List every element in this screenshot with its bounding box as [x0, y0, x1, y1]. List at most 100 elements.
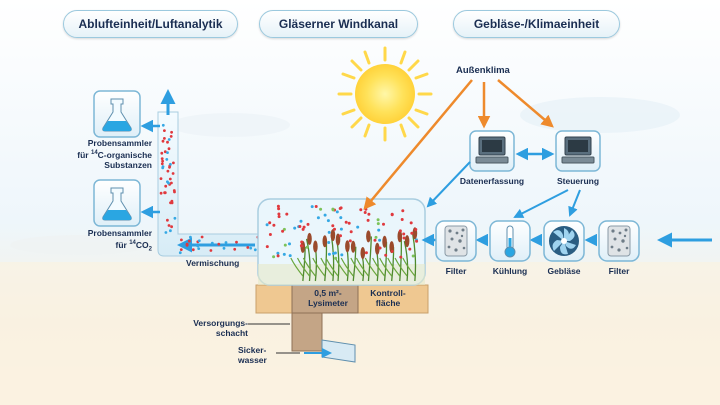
particle	[299, 219, 303, 223]
particle	[169, 135, 173, 138]
particle	[168, 177, 172, 181]
particle	[164, 184, 168, 188]
plant-ear	[366, 230, 371, 243]
particle	[348, 239, 352, 243]
particle	[339, 216, 343, 220]
particle	[411, 254, 415, 258]
label-seepage-water: Sicker- wasser	[238, 345, 267, 365]
plant-leaf	[296, 257, 310, 277]
plant-ear	[360, 247, 366, 259]
label-sample-collector-co2: Probensammler für 14CO2	[40, 228, 152, 255]
particle	[334, 256, 338, 260]
data-to-tunnel-arrow	[426, 161, 471, 208]
particle	[409, 221, 413, 225]
particle	[401, 209, 405, 213]
particle	[363, 211, 367, 214]
particle	[246, 246, 250, 249]
particle	[224, 241, 228, 244]
particle	[323, 213, 327, 217]
thermometer-icon	[504, 225, 516, 258]
plant-ear	[330, 229, 336, 242]
particle	[170, 225, 174, 229]
particle	[277, 215, 281, 219]
label-data-acquisition: Datenerfassung	[459, 176, 525, 186]
particle	[316, 216, 320, 220]
particle	[172, 161, 175, 165]
particle	[281, 229, 285, 233]
particle	[339, 227, 343, 231]
plant-stem	[302, 246, 306, 282]
label-line: 0,5 m²-	[314, 288, 342, 298]
plant-leaf	[340, 257, 354, 277]
particle	[277, 212, 281, 216]
plant-ear	[322, 235, 328, 248]
particle	[161, 139, 165, 143]
label-cooling: Kühlung	[492, 266, 528, 276]
exhaust-duct	[157, 111, 263, 257]
particle	[377, 228, 381, 232]
particle	[191, 248, 195, 252]
particle	[327, 241, 331, 244]
cloud	[170, 113, 290, 137]
particle	[339, 234, 342, 238]
fan-icon	[549, 226, 579, 256]
particle	[189, 235, 192, 239]
particle	[167, 147, 171, 151]
particle	[332, 252, 335, 255]
particle	[164, 231, 168, 234]
particle	[165, 158, 169, 161]
particle	[378, 246, 382, 250]
particle	[166, 169, 170, 173]
plant-leaf	[372, 257, 386, 277]
particle	[310, 205, 314, 209]
label-line: für 14C-organische	[40, 148, 152, 160]
particle	[276, 254, 280, 258]
label-line: Probensammler	[87, 228, 152, 238]
cloud	[10, 235, 150, 255]
cooling-unit	[489, 220, 531, 262]
filter-icon	[607, 225, 631, 257]
particle	[283, 243, 287, 247]
particle	[163, 129, 166, 133]
filter-left-unit	[435, 220, 477, 262]
header-wind-tunnel-label: Gläserner Windkanal	[278, 17, 399, 31]
particle	[166, 151, 169, 155]
particle	[327, 230, 331, 234]
plant-leaf	[290, 257, 304, 277]
particle	[366, 218, 370, 222]
particle	[302, 225, 306, 229]
plant-leaf	[312, 257, 326, 277]
particle	[170, 199, 174, 203]
particle	[159, 191, 163, 195]
label-line: wasser	[238, 355, 267, 365]
particle	[288, 254, 292, 258]
cloud	[520, 97, 680, 133]
plant-leaf	[364, 257, 378, 277]
particle	[400, 218, 404, 221]
particle	[390, 213, 394, 217]
particle	[344, 220, 348, 224]
particle	[169, 229, 172, 233]
particle	[159, 177, 163, 181]
particle	[187, 239, 191, 243]
label-line: Sicker-	[238, 345, 267, 355]
plant-ear	[335, 233, 341, 246]
particle	[384, 253, 388, 257]
particle	[359, 208, 363, 212]
tunnel-floor	[258, 264, 425, 285]
plant-leaf	[350, 257, 364, 277]
particle	[306, 222, 310, 226]
particle	[364, 251, 368, 255]
particle	[390, 249, 394, 253]
particle	[414, 228, 418, 231]
particle	[272, 255, 276, 259]
particle	[402, 232, 406, 236]
particle	[402, 236, 406, 240]
plant-ear	[397, 230, 403, 243]
plant-ear	[313, 240, 318, 253]
label-filter-left: Filter	[445, 266, 467, 276]
particle	[301, 227, 305, 231]
particle	[367, 212, 371, 216]
particle	[178, 251, 182, 255]
